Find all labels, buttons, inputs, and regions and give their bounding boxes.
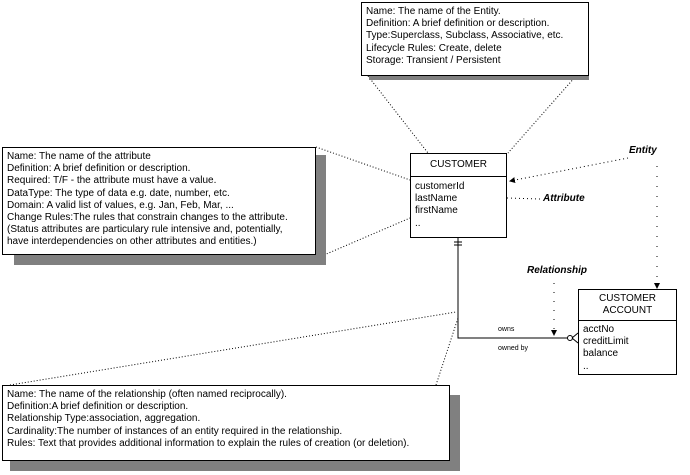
note-line: Cardinality:The number of instances of a…: [7, 425, 343, 437]
relationship-note-connector-left: [9, 311, 457, 386]
entity-note-connector-right: [507, 75, 577, 154]
attribute-item: ..: [415, 217, 421, 229]
note-line: Definition: A brief definition or descri…: [366, 18, 550, 30]
attribute-label: Attribute: [543, 193, 585, 204]
entity-note-connector-left: [367, 75, 429, 154]
note-line: Domain: A valid list of values, e.g. Jan…: [7, 199, 234, 211]
note-line: (Status attributes are particulary rule …: [7, 224, 283, 236]
entity-label: Entity: [629, 145, 657, 156]
note-line: Relationship Type:association, aggregati…: [7, 413, 201, 425]
attribute-item: ..: [583, 360, 589, 372]
attribute-item: lastName: [415, 193, 458, 205]
attribute-item: firstName: [415, 205, 458, 217]
relationship-note-connector-right: [435, 317, 459, 386]
attribute-note: Name: The name of the attribute Definiti…: [2, 147, 316, 255]
entity-pointer-line: [509, 157, 629, 183]
attribute-note-connector-top: [315, 146, 411, 181]
attribute-item: balance: [583, 348, 619, 360]
note-line: Name: The name of the attribute: [7, 151, 151, 162]
attribute-item: creditLimit: [583, 336, 629, 348]
entity-title: CUSTOMER ACCOUNT: [579, 290, 676, 321]
customer-entity[interactable]: CUSTOMER customerId lastName firstName .…: [410, 153, 507, 238]
note-line: Definition: A brief definition or descri…: [7, 163, 191, 175]
relationship-line: [457, 238, 572, 339]
note-line: have interdependencies on other attribut…: [7, 236, 257, 248]
note-line: Name: The name of the Entity.: [366, 6, 501, 17]
note-line: Type:Superclass, Subclass, Associative, …: [366, 30, 564, 42]
note-line: Required: T/F - the attribute must have …: [7, 175, 217, 187]
relationship-note: Name: The name of the relationship (ofte…: [2, 385, 450, 461]
relationship-name-owned-by: owned by: [498, 345, 528, 352]
customer-account-entity[interactable]: CUSTOMER ACCOUNT acctNo creditLimit bala…: [578, 289, 677, 375]
note-line: DataType: The type of data e.g. date, nu…: [7, 187, 230, 199]
relationship-name-owns: owns: [498, 326, 515, 333]
attribute-note-connector-bottom: [323, 217, 411, 256]
note-line: Change Rules:The rules that constrain ch…: [7, 212, 288, 224]
attribute-item: customerId: [415, 181, 465, 192]
entity-title: CUSTOMER: [411, 154, 506, 177]
entity-title-line: CUSTOMER: [598, 293, 657, 304]
note-line: Lifecycle Rules: Create, delete: [366, 42, 502, 54]
note-line: Definition:A brief definition or descrip…: [7, 401, 189, 413]
attribute-item: acctNo: [583, 324, 615, 335]
note-line: Storage: Transient / Persistent: [366, 54, 501, 66]
entity-title-line: ACCOUNT: [602, 305, 653, 316]
relationship-label: Relationship: [527, 265, 588, 276]
note-line: Rules: Text that provides additional inf…: [7, 437, 410, 449]
note-line: Name: The name of the relationship (ofte…: [7, 389, 287, 400]
entity-note: Name: The name of the Entity. Definition…: [361, 2, 589, 76]
